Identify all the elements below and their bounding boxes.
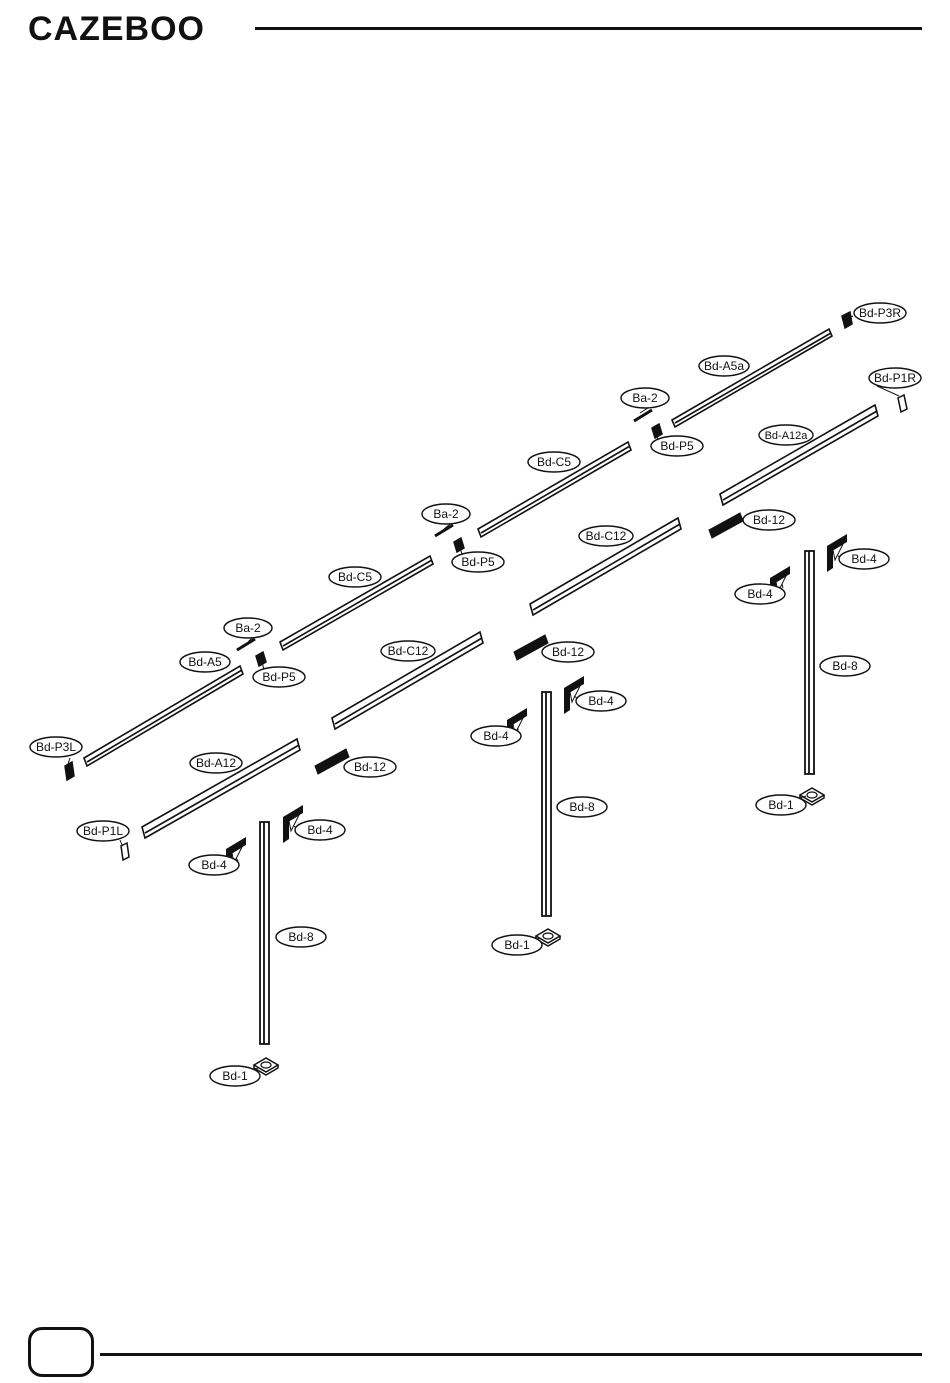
svg-text:Bd-P5: Bd-P5 <box>660 439 694 453</box>
svg-text:Bd-12: Bd-12 <box>552 645 584 659</box>
label-bd-4-right-lower: Bd-4 <box>735 584 785 604</box>
svg-text:Bd-8: Bd-8 <box>569 800 595 814</box>
label-bd-p5-right: Bd-P5 <box>651 436 703 456</box>
svg-text:Bd-P1R: Bd-P1R <box>874 371 916 385</box>
svg-text:Bd-4: Bd-4 <box>201 858 227 872</box>
label-ba-2-middle: Ba-2 <box>422 504 470 524</box>
label-bd-a12a: Bd-A12a <box>759 425 813 445</box>
label-bd-4-left-lower: Bd-4 <box>189 855 239 875</box>
label-bd-c5-left: Bd-C5 <box>329 567 381 587</box>
svg-text:Bd-A5a: Bd-A5a <box>704 359 744 373</box>
svg-text:Bd-P3R: Bd-P3R <box>859 306 901 320</box>
svg-text:Bd-4: Bd-4 <box>747 587 773 601</box>
label-bd-8-middle: Bd-8 <box>557 797 607 817</box>
label-bd-p5-middle: Bd-P5 <box>452 552 504 572</box>
beam-bd-a5a <box>672 329 832 427</box>
label-bd-c12-right: Bd-C12 <box>579 526 633 546</box>
svg-text:Bd-P5: Bd-P5 <box>461 555 495 569</box>
svg-text:Bd-C5: Bd-C5 <box>537 455 571 469</box>
label-bd-12-left: Bd-12 <box>344 757 396 777</box>
pin-ba-2-middle <box>435 525 453 536</box>
label-bd-p1r: Bd-P1R <box>869 368 921 388</box>
svg-text:Bd-C12: Bd-C12 <box>586 529 627 543</box>
label-bd-4-left-upper: Bd-4 <box>295 820 345 840</box>
post-bd-8-right <box>805 551 814 774</box>
svg-text:Bd-C12: Bd-C12 <box>388 644 429 658</box>
label-bd-p3r: Bd-P3R <box>854 303 906 323</box>
svg-text:Ba-2: Ba-2 <box>433 507 459 521</box>
label-bd-a12: Bd-A12 <box>190 753 242 773</box>
label-bd-1-right: Bd-1 <box>756 795 806 815</box>
label-bd-p1l: Bd-P1L <box>77 821 129 841</box>
svg-text:Bd-P1L: Bd-P1L <box>83 824 123 838</box>
svg-text:Bd-4: Bd-4 <box>588 694 614 708</box>
connector-bd-12-right <box>709 513 743 538</box>
label-bd-8-left: Bd-8 <box>276 927 326 947</box>
pin-ba-2-left <box>237 639 255 650</box>
svg-text:Bd-1: Bd-1 <box>222 1069 248 1083</box>
label-bd-1-left: Bd-1 <box>210 1066 260 1086</box>
svg-text:Bd-12: Bd-12 <box>753 513 785 527</box>
svg-text:Bd-4: Bd-4 <box>851 552 877 566</box>
label-ba-2-right: Ba-2 <box>621 388 669 408</box>
cap-bd-p1r <box>898 395 907 412</box>
plug-bd-p5-left <box>256 652 266 666</box>
label-bd-p3l: Bd-P3L <box>30 737 82 757</box>
cap-bd-p3l <box>65 762 74 780</box>
svg-text:Bd-C5: Bd-C5 <box>338 570 372 584</box>
beam-bd-a12a <box>720 405 878 505</box>
plug-bd-p5-right <box>652 424 662 438</box>
svg-text:Ba-2: Ba-2 <box>235 621 261 635</box>
post-bd-8-middle <box>542 692 551 916</box>
page-number-box <box>28 1327 94 1377</box>
label-bd-12-middle: Bd-12 <box>542 642 594 662</box>
label-bd-4-middle-lower: Bd-4 <box>471 726 521 746</box>
label-bd-8-right: Bd-8 <box>820 656 870 676</box>
svg-text:Bd-4: Bd-4 <box>483 729 509 743</box>
svg-text:Bd-8: Bd-8 <box>832 659 858 673</box>
label-bd-a5: Bd-A5 <box>180 652 230 672</box>
svg-text:Bd-P3L: Bd-P3L <box>36 740 76 754</box>
label-bd-c5-right: Bd-C5 <box>528 452 580 472</box>
beam-bd-a5 <box>84 666 243 766</box>
label-bd-p5-left: Bd-P5 <box>253 667 305 687</box>
svg-text:Bd-4: Bd-4 <box>307 823 333 837</box>
posts <box>260 551 814 1044</box>
label-bd-12-right: Bd-12 <box>743 510 795 530</box>
footer-rule <box>100 1353 922 1356</box>
cap-bd-p1l <box>121 843 129 860</box>
svg-text:Ba-2: Ba-2 <box>632 391 658 405</box>
plug-bd-p5-middle <box>454 538 464 552</box>
svg-text:Bd-1: Bd-1 <box>768 798 794 812</box>
connectors-bd-12 <box>315 513 743 774</box>
post-bd-8-left <box>260 822 269 1044</box>
svg-text:Bd-8: Bd-8 <box>288 930 314 944</box>
cap-bd-p3r <box>842 312 852 328</box>
svg-text:Bd-A12a: Bd-A12a <box>765 430 809 442</box>
connector-bd-12-left <box>315 749 349 774</box>
part-labels: Bd-P3R Bd-A5a Bd-P1R Ba-2 Bd-P5 Bd-A12a … <box>30 303 921 1086</box>
connector-bd-12-middle <box>514 635 548 660</box>
svg-text:Bd-12: Bd-12 <box>354 760 386 774</box>
svg-text:Bd-A12: Bd-A12 <box>196 756 236 770</box>
label-bd-1-middle: Bd-1 <box>492 935 542 955</box>
label-bd-a5a: Bd-A5a <box>699 356 749 376</box>
label-bd-4-middle-upper: Bd-4 <box>576 691 626 711</box>
svg-text:Bd-1: Bd-1 <box>504 938 530 952</box>
svg-text:Bd-A5: Bd-A5 <box>188 655 222 669</box>
label-bd-4-right-upper: Bd-4 <box>839 549 889 569</box>
svg-text:Bd-P5: Bd-P5 <box>262 670 296 684</box>
label-bd-c12-left: Bd-C12 <box>381 641 435 661</box>
label-ba-2-left: Ba-2 <box>224 618 272 638</box>
